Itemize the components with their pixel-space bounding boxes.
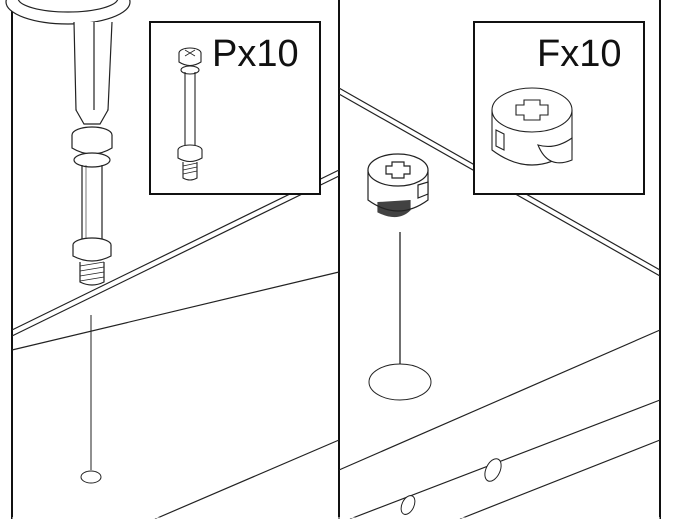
right-panel: Fx10 — [338, 0, 661, 519]
cam-bolt-illustration — [71, 126, 113, 286]
left-inset-frame — [149, 21, 321, 195]
left-inset: Px10 — [149, 21, 321, 195]
right-hole — [368, 363, 432, 401]
right-side-hole — [484, 458, 502, 482]
left-board-edges — [11, 169, 340, 519]
inset-cam-lock-nut-icon — [491, 87, 573, 166]
left-hole — [80, 470, 102, 484]
right-inset: Fx10 — [473, 21, 645, 195]
right-side-hole — [400, 495, 416, 515]
part-label-px10: Px10 — [212, 33, 299, 75]
screwdriver-illustration — [5, 0, 131, 125]
inset-cam-bolt-icon — [177, 47, 203, 181]
cam-lock-nut-illustration — [367, 153, 429, 218]
left-panel: Px10 — [5, 0, 340, 519]
part-label-fx10: Fx10 — [537, 33, 621, 75]
